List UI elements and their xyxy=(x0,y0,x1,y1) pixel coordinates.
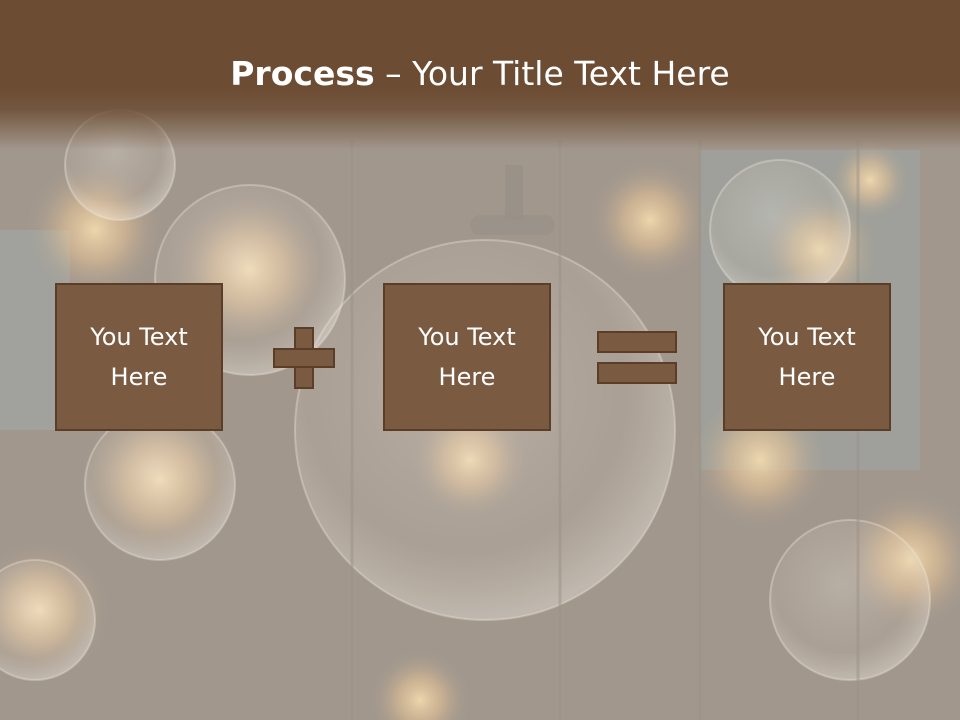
plus-icon xyxy=(273,327,335,389)
process-box-1-label: You Text Here xyxy=(90,323,188,391)
process-box-2-label: You Text Here xyxy=(418,323,516,391)
process-box-3-label: You Text Here xyxy=(758,323,856,391)
equals-icon xyxy=(597,331,677,384)
process-box-1: You Text Here xyxy=(55,283,223,431)
process-box-2: You Text Here xyxy=(383,283,551,431)
process-box-3: You Text Here xyxy=(723,283,891,431)
title-dash: – xyxy=(374,54,413,93)
title-bold: Process xyxy=(230,54,375,93)
slide-title: Process – Your Title Text Here xyxy=(0,52,960,96)
title-bar xyxy=(0,0,960,150)
title-text: Your Title Text Here xyxy=(412,54,730,93)
